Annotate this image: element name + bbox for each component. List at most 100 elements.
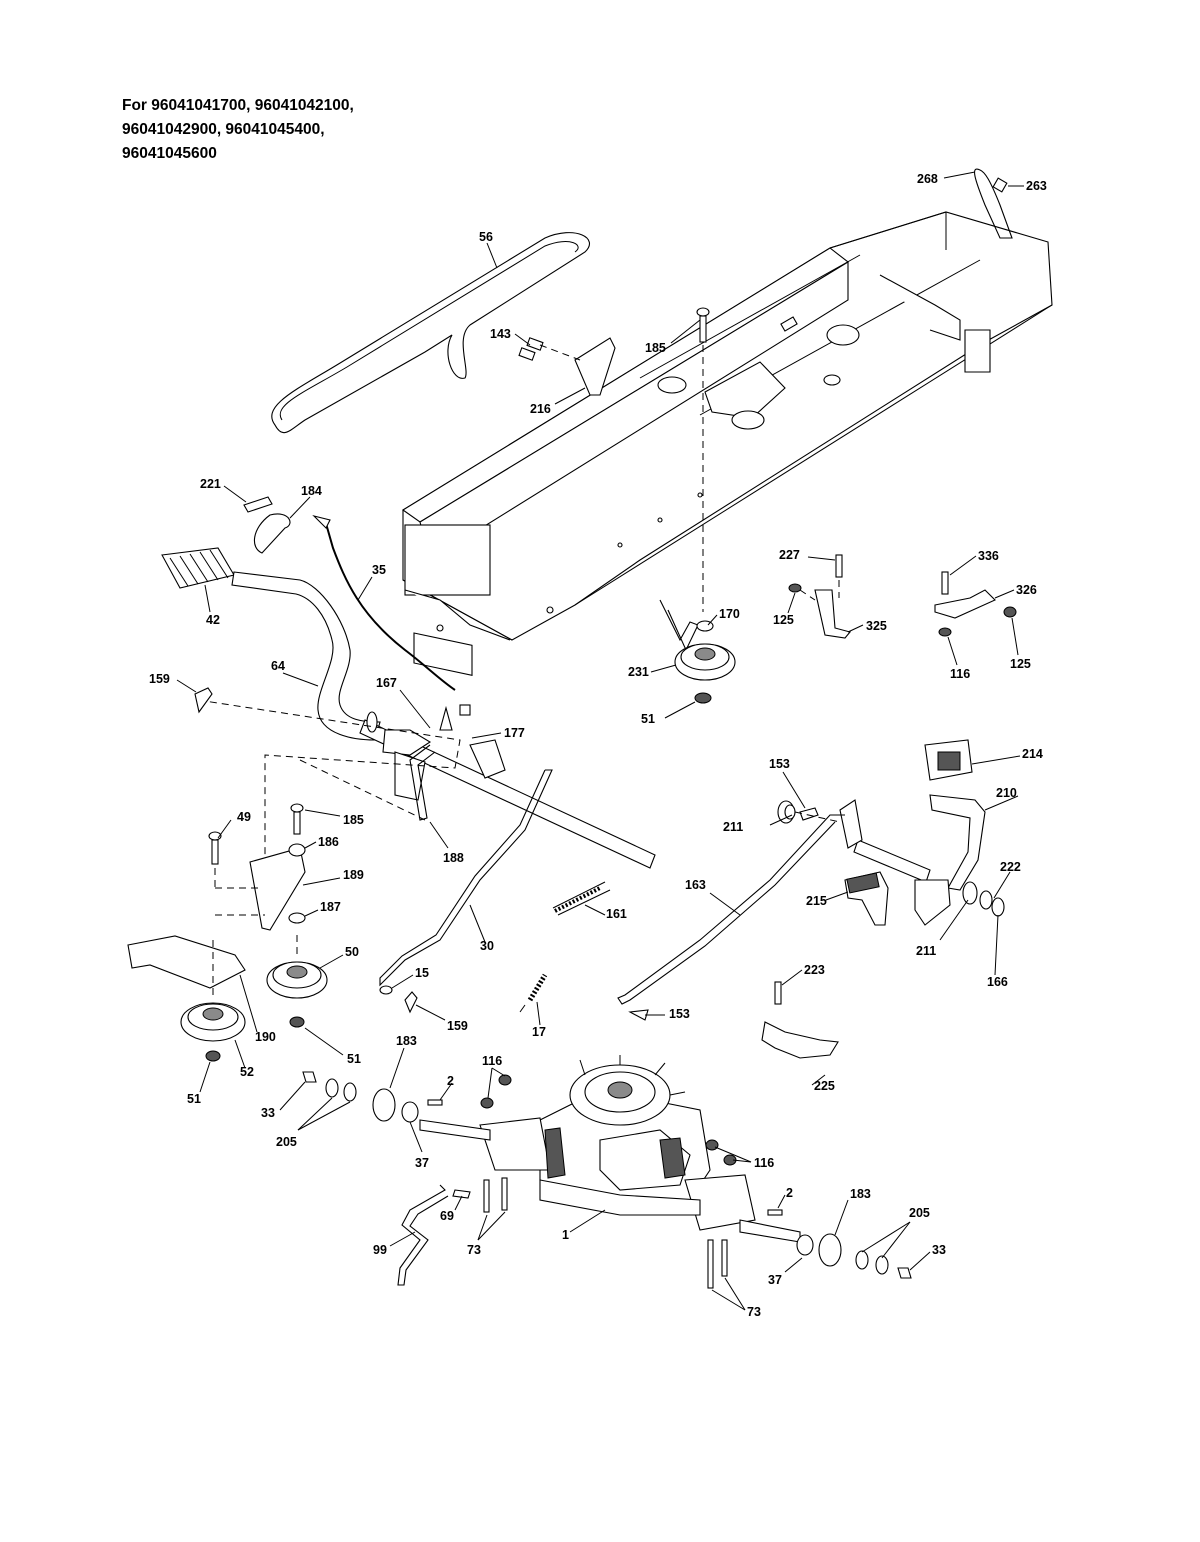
cap-184 xyxy=(253,513,291,554)
bearing-183-left xyxy=(372,1088,396,1122)
pedal-pad-214 xyxy=(924,739,973,781)
callout: 116 xyxy=(482,1054,502,1068)
header-line-2: 96041042900, 96041045400, xyxy=(122,121,325,138)
bolt-336 xyxy=(941,571,949,595)
callout: 325 xyxy=(866,619,887,633)
clip-33-left xyxy=(302,1071,317,1083)
callout: 153 xyxy=(769,757,790,771)
clip-153-top xyxy=(799,807,819,821)
clip-33-right xyxy=(897,1267,912,1279)
callout: 215 xyxy=(806,894,827,908)
pin-221 xyxy=(243,496,273,513)
rod-30 xyxy=(379,769,553,987)
pin-159-top xyxy=(194,687,213,714)
diagram-header: For 96041041700, 96041042100, 9604104290… xyxy=(122,94,722,166)
callout: 125 xyxy=(773,613,794,627)
header-line-1: For 96041041700, 96041042100, xyxy=(122,97,354,114)
rod-163 xyxy=(617,814,845,1005)
cable-35 xyxy=(324,519,456,691)
callout: 184 xyxy=(301,484,322,498)
callout: 263 xyxy=(1026,179,1047,193)
callout: 159 xyxy=(447,1019,468,1033)
callout: 185 xyxy=(645,341,666,355)
bolt-top xyxy=(696,307,710,343)
callout: 189 xyxy=(343,868,364,882)
callout: 225 xyxy=(814,1079,835,1093)
header-line-3: 96041045600 xyxy=(122,145,217,162)
nut-116-a xyxy=(480,1097,494,1109)
spring-161 xyxy=(552,881,611,916)
callout: 69 xyxy=(440,1209,454,1223)
axle-left xyxy=(419,1119,491,1141)
callout: 143 xyxy=(490,327,511,341)
callout: 56 xyxy=(479,230,493,244)
callout: 153 xyxy=(669,1007,690,1021)
spring-170 xyxy=(659,599,699,652)
callout: 1 xyxy=(562,1228,569,1242)
nut-116-c xyxy=(705,1139,719,1151)
bolt-143 xyxy=(518,337,544,361)
callout: 227 xyxy=(779,548,800,562)
callout: 35 xyxy=(372,563,386,577)
pedal-bracket xyxy=(839,799,863,849)
washer-205-right-a xyxy=(855,1250,869,1270)
callout: 50 xyxy=(345,945,359,959)
callout: 99 xyxy=(373,1243,387,1257)
callout: 183 xyxy=(850,1187,871,1201)
key-2-right xyxy=(767,1209,783,1216)
callout: 205 xyxy=(276,1135,297,1149)
callout: 42 xyxy=(206,613,220,627)
callout: 205 xyxy=(909,1206,930,1220)
bracket-216 xyxy=(574,337,616,396)
washer-205-right-b xyxy=(875,1255,889,1275)
callout: 17 xyxy=(532,1025,546,1039)
bracket-326 xyxy=(934,589,996,619)
callout: 125 xyxy=(1010,657,1031,671)
callout: 268 xyxy=(917,172,938,186)
key-2-left xyxy=(427,1099,443,1106)
nut-51-right xyxy=(694,692,712,704)
bolt-223 xyxy=(774,981,782,1005)
link-rod-188 xyxy=(409,744,436,821)
bracket-225 xyxy=(761,1021,839,1059)
bearing-183-right xyxy=(818,1233,842,1267)
nut-116-b xyxy=(498,1074,512,1086)
bolt-73-right-b xyxy=(721,1239,728,1277)
nut-51-mid xyxy=(289,1016,305,1028)
bolt-73-left-a xyxy=(483,1179,490,1213)
callout: 216 xyxy=(530,402,551,416)
callout: 177 xyxy=(504,726,525,740)
callout: 214 xyxy=(1022,747,1043,761)
rod-99 xyxy=(397,1184,449,1286)
callout: 116 xyxy=(950,667,970,681)
callout: 188 xyxy=(443,851,464,865)
nut-125-left xyxy=(788,583,802,593)
pulley-50 xyxy=(266,961,328,999)
washer-187 xyxy=(288,912,306,924)
callout: 2 xyxy=(447,1074,454,1088)
washer-37-right xyxy=(796,1234,814,1256)
pin-69 xyxy=(452,1189,471,1199)
washer-37-left xyxy=(401,1101,419,1123)
callout: 15 xyxy=(415,966,429,980)
leader-lines xyxy=(176,171,1024,1311)
washer-222 xyxy=(979,890,993,910)
callout: 166 xyxy=(987,975,1008,989)
callout: 222 xyxy=(1000,860,1021,874)
bolt-263 xyxy=(992,177,1008,193)
callout: 223 xyxy=(804,963,825,977)
shaft-assembly xyxy=(359,704,656,869)
callout: 211 xyxy=(723,820,743,834)
callout: 51 xyxy=(347,1052,361,1066)
callout: 73 xyxy=(467,1243,481,1257)
bolt-73-right-a xyxy=(707,1239,714,1289)
bushing-211-low xyxy=(962,881,978,905)
bracket-325 xyxy=(814,589,851,639)
spring-17 xyxy=(519,973,548,1013)
bushing-15 xyxy=(379,985,393,995)
spacer-186 xyxy=(288,843,306,857)
drive-belt xyxy=(271,232,591,434)
callout: 211 xyxy=(916,944,936,958)
axle-right xyxy=(739,1219,801,1243)
